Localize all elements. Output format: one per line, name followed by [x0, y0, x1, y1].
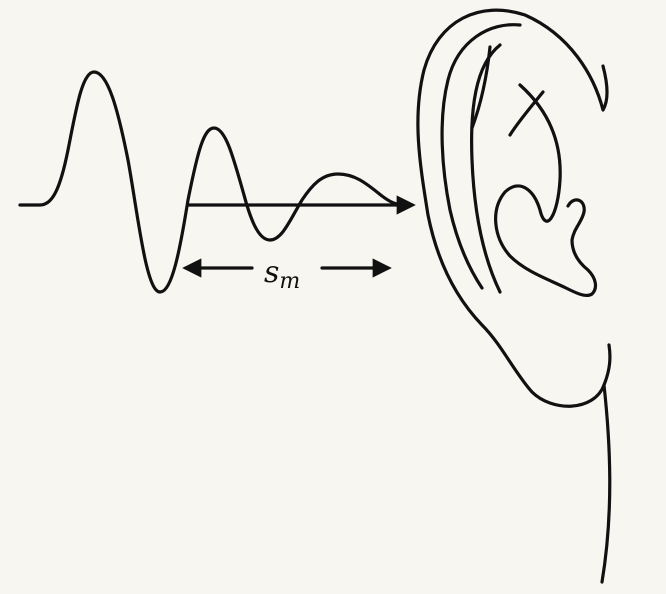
ear-crus-lower	[508, 90, 545, 137]
ear-crus-upper	[470, 45, 492, 130]
ear-helix	[416, 8, 612, 408]
ear-antihelix	[440, 23, 522, 290]
ear-concha	[494, 83, 598, 298]
ear-inner-rim	[470, 43, 502, 294]
neck-line	[600, 383, 612, 584]
amplitude-label: sm	[264, 255, 300, 294]
sound-wave	[18, 70, 406, 294]
